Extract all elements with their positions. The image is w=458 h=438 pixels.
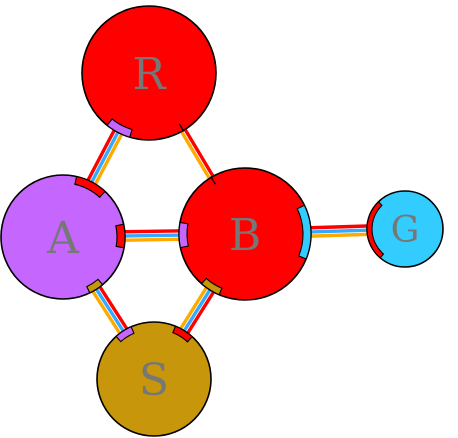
port-r-b xyxy=(178,123,185,132)
edge-strand xyxy=(121,237,184,242)
edge-strand xyxy=(92,284,127,336)
port-a-s xyxy=(86,278,104,294)
edge-strand xyxy=(184,287,218,338)
node-label-a: A xyxy=(46,213,80,264)
edge-strand xyxy=(84,126,118,185)
labels-layer: R A B S G xyxy=(46,49,419,406)
port-b-g xyxy=(296,204,312,260)
edge-strand xyxy=(181,125,217,181)
edge-strand xyxy=(96,282,131,334)
node-label-g: G xyxy=(391,210,420,251)
edge-B-S xyxy=(177,283,218,338)
edge-strand xyxy=(178,127,213,183)
edge-strand xyxy=(89,287,124,338)
edge-A-B xyxy=(120,229,184,242)
port-b-r xyxy=(210,176,216,185)
edge-strand xyxy=(306,224,371,230)
node-label-r: R xyxy=(132,49,167,100)
edge-B-G xyxy=(306,224,372,238)
node-label-b: B xyxy=(229,210,261,261)
edge-strand xyxy=(306,228,372,234)
edge-strand xyxy=(92,129,125,189)
ports-layer xyxy=(74,118,385,343)
node-s[interactable] xyxy=(96,321,212,437)
port-r-a xyxy=(106,118,133,138)
port-b-a xyxy=(178,221,189,249)
edge-strand xyxy=(307,232,372,238)
port-s-b xyxy=(172,325,193,343)
edge-strand xyxy=(180,285,214,336)
edges-layer xyxy=(84,125,372,338)
edge-A-R xyxy=(84,126,125,189)
node-label-s: S xyxy=(139,355,169,406)
port-s-a xyxy=(115,326,135,343)
port-a-b xyxy=(115,223,126,249)
port-g-b xyxy=(366,201,385,259)
edge-strand xyxy=(120,233,184,238)
edge-strand xyxy=(120,229,183,234)
edge-strand xyxy=(177,283,210,333)
edge-R-B xyxy=(178,125,217,183)
edge-A-S xyxy=(89,282,131,338)
port-b-s xyxy=(200,277,223,296)
nodes-layer xyxy=(0,5,444,437)
port-a-r xyxy=(74,175,106,199)
node-r[interactable] xyxy=(81,5,217,141)
edge-strand xyxy=(88,128,122,187)
